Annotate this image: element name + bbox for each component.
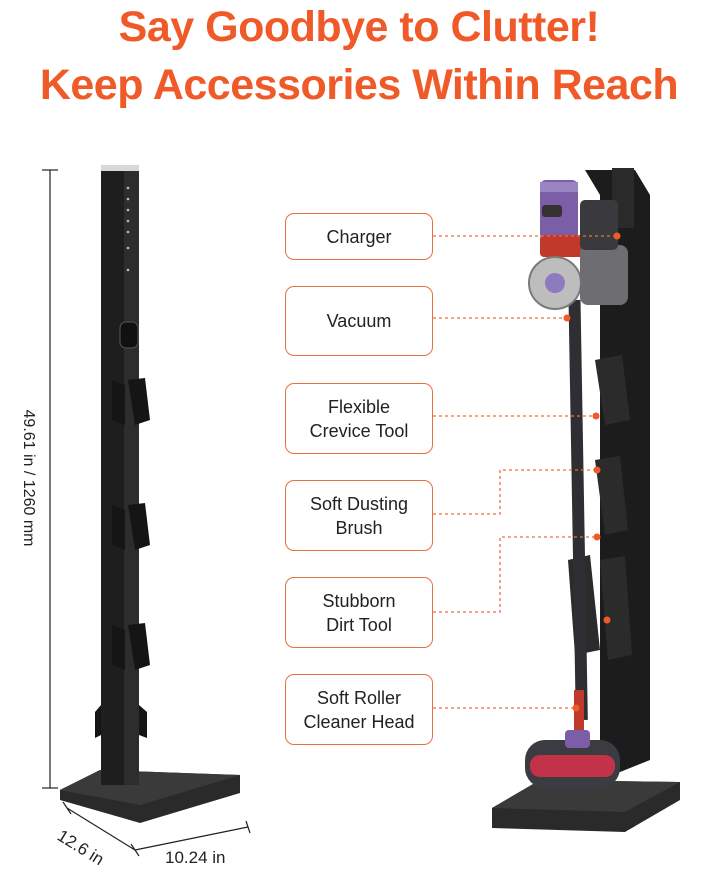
- callout-charger: Charger: [285, 213, 433, 260]
- headline-line-1: Say Goodbye to Clutter!: [118, 3, 600, 51]
- loaded-stand-illustration: [492, 168, 680, 832]
- callout-line-2: Cleaner Head: [303, 711, 415, 732]
- height-dimension-line: [42, 169, 58, 789]
- callout-line-2: Crevice Tool: [309, 420, 409, 441]
- callout-line-1: Flexible: [327, 396, 391, 417]
- callout-dusting-brush: Soft Dusting Brush: [285, 480, 433, 551]
- callout-line-2: Brush: [335, 517, 383, 538]
- callout-vacuum: Vacuum: [285, 286, 433, 356]
- callout-dirt-tool: Stubborn Dirt Tool: [285, 577, 433, 648]
- callout-crevice-tool: Flexible Crevice Tool: [285, 383, 433, 454]
- callout-roller-head: Soft Roller Cleaner Head: [285, 674, 433, 745]
- callout-line-1: Soft Roller: [316, 687, 402, 708]
- callout-line-2: Dirt Tool: [326, 614, 392, 635]
- callout-line-1: Stubborn: [322, 590, 396, 611]
- callout-line-1: Vacuum: [326, 311, 392, 331]
- callout-connector-dots: [563, 232, 621, 712]
- base-dimension-lines: [62, 801, 251, 857]
- callout-line-1: Charger: [326, 226, 392, 247]
- width-dimension-label: 10.24 in: [165, 848, 226, 867]
- headline-line-2: Keep Accessories Within Reach: [39, 61, 679, 109]
- height-dimension-label: 49.61 in / 1260 mm: [20, 409, 37, 547]
- empty-stand-illustration: [60, 165, 240, 823]
- callout-connector-lines: [433, 235, 617, 709]
- callout-line-1: Soft Dusting: [309, 493, 409, 514]
